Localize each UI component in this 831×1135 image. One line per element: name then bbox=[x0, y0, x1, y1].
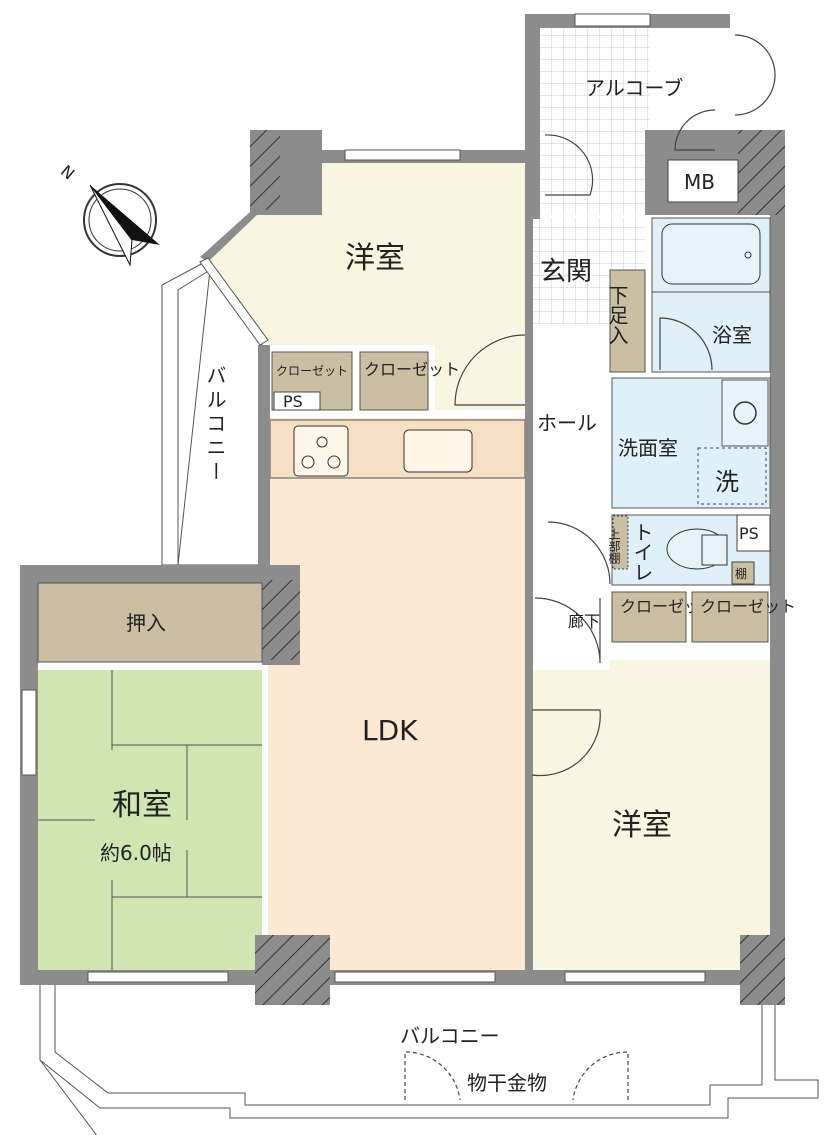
washroom-label: 洗面室 bbox=[618, 436, 678, 460]
washer-label: 洗 bbox=[715, 468, 739, 496]
bath-label: 浴室 bbox=[712, 323, 752, 347]
shelf bbox=[731, 561, 755, 585]
alcove-door-icon bbox=[734, 34, 776, 116]
western-north-label: 洋室 bbox=[345, 241, 405, 276]
closet-north bbox=[359, 351, 429, 411]
entrance-door-icon bbox=[544, 134, 594, 196]
washitsu-size-label: 約6.0帖 bbox=[100, 841, 172, 865]
shelf-label: 棚 bbox=[735, 566, 747, 581]
balcony-south-label: バルコニー bbox=[400, 1024, 500, 1048]
drying-hardware-left-icon bbox=[404, 1051, 461, 1101]
kitchen-sink-icon bbox=[403, 429, 473, 473]
shoe-storage bbox=[609, 269, 646, 373]
ldk-label: LDK bbox=[362, 714, 418, 747]
oshiire-label: 押入 bbox=[126, 611, 166, 635]
washitsu-label: 和室 bbox=[112, 788, 172, 823]
oshiire bbox=[37, 582, 263, 663]
toilet-door-icon bbox=[547, 521, 611, 585]
hall-label: ホール bbox=[537, 411, 597, 435]
shoe-storage-label: 下足入 bbox=[605, 285, 629, 345]
bathtub-icon bbox=[661, 223, 761, 285]
ps-toilet-box bbox=[736, 514, 771, 552]
room-alcove bbox=[540, 28, 650, 215]
drying-hardware-right-icon bbox=[572, 1051, 629, 1101]
alcove-label: アルコーブ bbox=[585, 76, 683, 100]
sink-icon bbox=[733, 401, 757, 425]
windows bbox=[21, 13, 706, 983]
alcove-door-area bbox=[730, 28, 785, 128]
closet-small-label: クローゼット bbox=[276, 364, 348, 378]
closet-south-2-label: クローゼット bbox=[700, 597, 796, 616]
corridor-door-icon bbox=[534, 597, 601, 664]
room-ldk bbox=[268, 418, 525, 970]
ps-toilet-label: PS bbox=[739, 524, 759, 543]
bath-door-icon bbox=[659, 317, 713, 371]
mb-label: MB bbox=[684, 170, 715, 194]
north-arrow-icon: N bbox=[57, 161, 160, 267]
closet-north-label: クローゼット bbox=[364, 360, 460, 379]
ps-north-label: PS bbox=[283, 392, 303, 411]
upper-shelf-label: 上部棚 bbox=[607, 528, 621, 565]
south-room-door-icon bbox=[531, 709, 601, 777]
room-western-north bbox=[208, 163, 525, 410]
closet-south-1 bbox=[611, 591, 687, 643]
stove-icon bbox=[293, 425, 349, 477]
drying-hardware-label: 物干金物 bbox=[467, 1071, 547, 1095]
corridor-label: 廊下 bbox=[568, 612, 600, 631]
room-hall bbox=[525, 330, 610, 670]
room-western-south bbox=[532, 660, 770, 970]
balcony-west: バルコニー bbox=[161, 261, 263, 566]
upper-shelf bbox=[612, 515, 629, 570]
western-south-label: 洋室 bbox=[612, 808, 672, 843]
closet-south-2 bbox=[691, 591, 769, 643]
tatami-lines bbox=[38, 670, 262, 970]
mb-door-icon bbox=[674, 109, 716, 151]
ps-north-box bbox=[273, 391, 321, 411]
compass-label: N bbox=[57, 161, 78, 183]
mb-box bbox=[667, 159, 739, 203]
balcony-west-label: バルコニー bbox=[203, 365, 227, 485]
genkan-label: 玄関 bbox=[540, 257, 592, 287]
balcony-south: バルコニー 物干金物 bbox=[39, 985, 819, 1135]
north-room-door-icon bbox=[454, 334, 526, 406]
toilet-label: トイレ bbox=[630, 522, 654, 582]
washer-space bbox=[697, 447, 767, 505]
